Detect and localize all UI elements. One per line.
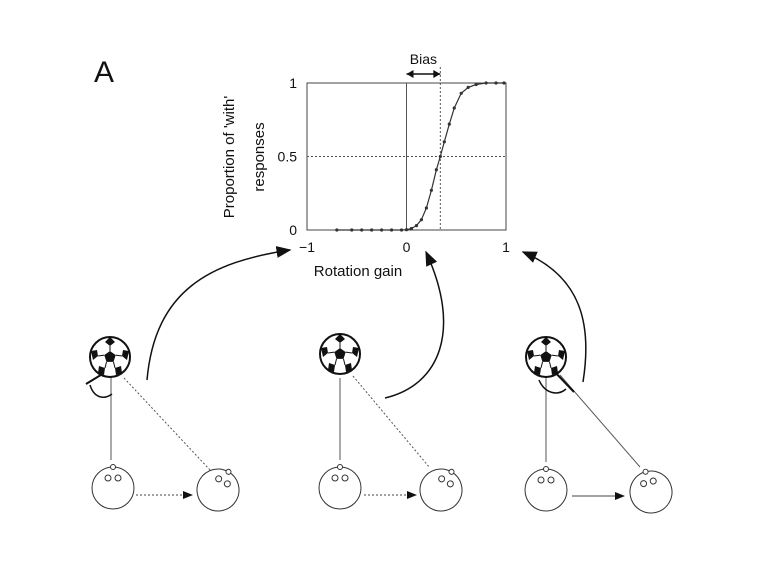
data-point [452,106,456,110]
data-point [474,82,478,87]
y-axis-label-line2: responses [251,122,268,191]
x-tick-label: 1 [502,239,510,255]
data-point [380,228,384,232]
data-point [414,223,419,228]
data-point [466,85,470,90]
y-axis-label-line1: Proportion of 'with' [221,96,238,219]
arrow-to-gain-one [521,251,587,383]
data-point [360,228,364,232]
data-point [335,228,339,232]
observer-head-end-icon [411,458,472,520]
data-point [429,188,433,192]
data-point [424,206,428,210]
soccer-ball-icon [525,336,567,378]
panel-label: A [94,56,114,89]
observer-head-end-icon [624,463,678,519]
x-tick-label: 0 [403,239,411,255]
soccer-ball-icon [89,336,131,378]
data-point [494,81,498,85]
arrow-to-gain-zero [384,250,445,399]
data-point [370,228,374,232]
data-point [438,154,442,159]
gaze-line-end [352,375,431,469]
y-tick-label: 0 [289,222,297,238]
scene-gain-zero [318,333,472,520]
observer-head-end-icon [188,458,249,520]
data-point [442,140,446,144]
soccer-ball-icon [319,333,361,375]
data-point [404,228,409,232]
y-tick-label: 0.5 [278,149,298,165]
data-point [447,122,451,126]
arrow-to-gain-minus-one [146,246,292,381]
observer-head-start-icon [318,464,362,510]
rotation-arc [538,379,567,394]
gaze-line-end [123,377,211,471]
data-point [502,81,506,85]
data-point [399,228,404,232]
rotation-arc [89,384,113,398]
bias-arrow [406,70,441,78]
bias-arrow-right-head [433,70,441,78]
data-point [434,168,438,172]
data-point [350,228,354,232]
x-axis-label: Rotation gain [314,263,402,280]
data-point [389,228,394,232]
observer-head-start-icon [91,464,135,510]
data-point [409,226,414,231]
y-tick-label: 1 [289,75,297,91]
bias-arrow-left-head [406,70,414,78]
scene-gain-one [524,336,678,519]
data-point [419,218,424,222]
series-layer [335,81,506,232]
observer-head-start-icon [524,466,568,512]
data-point [459,91,463,95]
bias-annotation: Bias [410,51,437,67]
scene-gain-minus-one [85,336,249,520]
x-tick-label: −1 [299,239,315,255]
data-point [484,81,488,85]
